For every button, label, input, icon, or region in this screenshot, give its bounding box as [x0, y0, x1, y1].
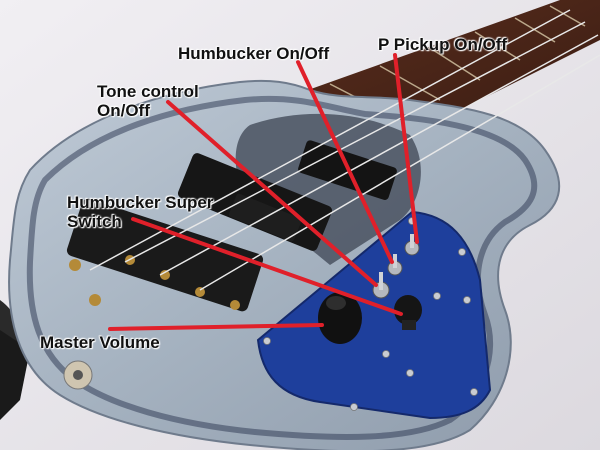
label-master-volume: Master Volume	[40, 333, 160, 352]
output-jack	[63, 360, 93, 390]
label-tone-line2: On/Off	[97, 101, 150, 120]
label-super-line1: Humbucker Super	[67, 193, 214, 212]
label-humbucker-super-switch: Humbucker Super Switch	[67, 193, 267, 231]
frets	[329, 5, 586, 121]
callout-volume-line	[108, 323, 324, 331]
strings	[89, 9, 600, 291]
callout-humbucker-line	[296, 60, 394, 264]
label-humbucker-onoff: Humbucker On/Off	[178, 44, 330, 63]
switch-humbucker	[387, 254, 403, 276]
bridge	[66, 198, 264, 312]
callout-lines	[108, 53, 419, 331]
knob-master-volume	[318, 292, 362, 344]
switch-p-pickup	[404, 234, 420, 256]
knob-super-switch	[394, 295, 422, 330]
label-tone-control: Tone control On/Off	[97, 82, 237, 120]
control-plate	[256, 210, 492, 420]
label-tone-line1: Tone control	[97, 82, 199, 101]
label-super-line2: Switch	[67, 212, 122, 231]
callout-p-pickup-line	[393, 53, 419, 244]
callout-tone-line	[166, 100, 378, 287]
label-p-pickup-onoff: P Pickup On/Off	[378, 35, 508, 54]
callout-super-line	[131, 217, 403, 316]
